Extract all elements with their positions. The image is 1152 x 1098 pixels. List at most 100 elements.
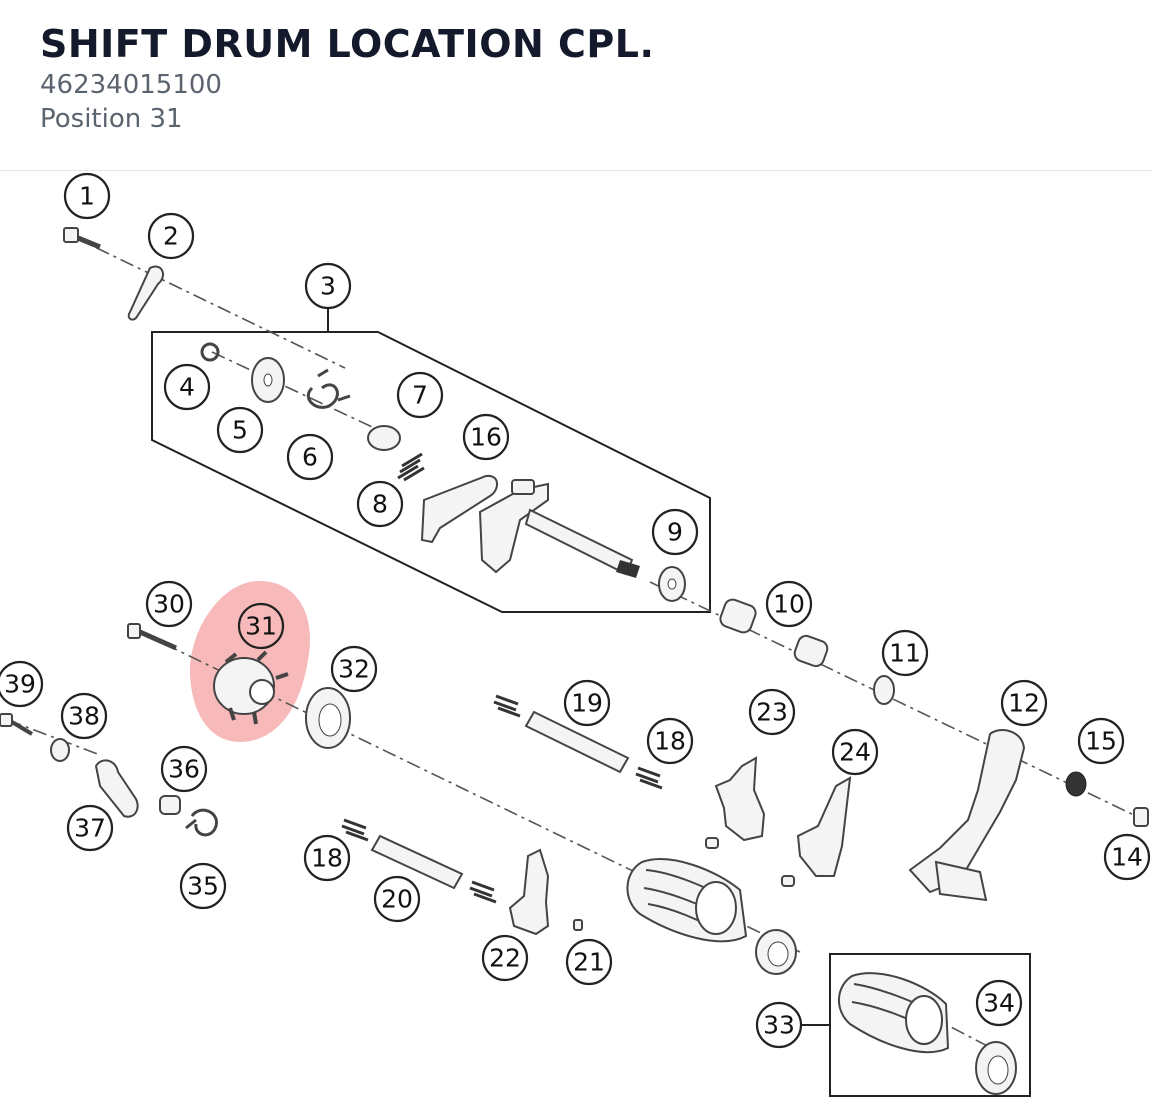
- callout-12[interactable]: 12: [1000, 679, 1048, 727]
- callout-20[interactable]: 20: [373, 875, 421, 923]
- exploded-parts-diagram: 1 2 3 4 5 6 7 8 9 10 11 12 14 15 16 18 1…: [0, 172, 1151, 1097]
- callout-7[interactable]: 7: [396, 371, 444, 419]
- callout-21[interactable]: 21: [565, 938, 613, 986]
- callout-9[interactable]: 9: [651, 508, 699, 556]
- part-2-lever: [127, 265, 165, 321]
- callout-18-right[interactable]: 18: [646, 717, 694, 765]
- callout-33[interactable]: 33: [755, 1001, 803, 1049]
- shift-drum-bearing: [755, 929, 797, 975]
- part-33-shift-drum: [837, 972, 950, 1054]
- part-16-shift-shaft: [420, 474, 640, 578]
- part-24-shift-fork: [796, 776, 852, 877]
- callout-14[interactable]: 14: [1103, 833, 1151, 881]
- callout-16[interactable]: 16: [462, 413, 510, 461]
- callout-39[interactable]: 39: [0, 660, 44, 708]
- callout-23[interactable]: 23: [748, 688, 796, 736]
- callout-19[interactable]: 19: [563, 679, 611, 727]
- callout-5[interactable]: 5: [216, 406, 264, 454]
- callout-15[interactable]: 15: [1077, 717, 1125, 765]
- callout-4[interactable]: 4: [163, 363, 211, 411]
- svg-text:12: 12: [1008, 689, 1040, 718]
- svg-text:18: 18: [311, 844, 343, 873]
- part-15-nut: [1065, 771, 1087, 797]
- callout-32[interactable]: 32: [330, 645, 378, 693]
- callout-35[interactable]: 35: [179, 862, 227, 910]
- svg-text:5: 5: [232, 416, 248, 445]
- svg-text:14: 14: [1111, 843, 1143, 872]
- callout-18-left[interactable]: 18: [303, 834, 351, 882]
- part-18-spring-lower: [469, 880, 497, 904]
- part-11-seal: [873, 675, 895, 705]
- svg-text:24: 24: [839, 738, 871, 767]
- callout-24[interactable]: 24: [831, 728, 879, 776]
- part-21-pin-right: [781, 875, 795, 887]
- callout-6[interactable]: 6: [286, 433, 334, 481]
- callout-30[interactable]: 30: [145, 580, 193, 628]
- callout-22[interactable]: 22: [481, 934, 529, 982]
- part-1-bolt: [63, 227, 101, 250]
- part-31-shift-drum-locator: [213, 650, 289, 725]
- part-18-spring-right: [635, 766, 663, 790]
- part-22-shift-fork: [508, 848, 550, 936]
- part-35-spring: [185, 808, 218, 837]
- svg-text:22: 22: [489, 944, 521, 973]
- svg-text:34: 34: [983, 989, 1015, 1018]
- part-number: 46234015100: [40, 70, 222, 100]
- part-38-washer: [50, 738, 70, 762]
- svg-text:32: 32: [338, 655, 370, 684]
- svg-text:21: 21: [573, 948, 605, 977]
- svg-text:36: 36: [168, 755, 200, 784]
- callout-10[interactable]: 10: [765, 580, 813, 628]
- callout-36[interactable]: 36: [160, 745, 208, 793]
- svg-text:1: 1: [79, 182, 95, 211]
- callout-37[interactable]: 37: [66, 804, 114, 852]
- svg-text:38: 38: [68, 702, 100, 731]
- part-37-lever: [94, 759, 139, 818]
- part-39-screw: [0, 713, 34, 736]
- svg-text:6: 6: [302, 443, 318, 472]
- part-header: SHIFT DRUM LOCATION CPL. 46234015100 Pos…: [0, 0, 1152, 171]
- part-30-bolt: [127, 623, 178, 651]
- part-18-spring-upper: [493, 694, 521, 718]
- part-12-shift-lever: [908, 729, 1026, 902]
- callout-31[interactable]: 31: [237, 602, 285, 650]
- svg-text:23: 23: [756, 698, 788, 727]
- svg-text:33: 33: [763, 1011, 795, 1040]
- callout-11[interactable]: 11: [881, 629, 929, 677]
- part-21-pin: [573, 919, 583, 931]
- part-36-bushing: [159, 795, 181, 815]
- part-32-bearing: [305, 687, 351, 749]
- callout-8[interactable]: 8: [356, 480, 404, 528]
- part-34-bearing: [975, 1041, 1017, 1095]
- callout-2[interactable]: 2: [147, 212, 195, 260]
- part-8-spring: [397, 452, 425, 482]
- part-5-washer: [251, 357, 285, 403]
- svg-text:9: 9: [667, 518, 683, 547]
- part-21-pin-upper: [705, 837, 719, 849]
- svg-text:11: 11: [889, 639, 921, 668]
- part-19-rod: [524, 710, 630, 774]
- svg-text:18: 18: [654, 727, 686, 756]
- part-4-circlip: [200, 342, 220, 362]
- callout-1[interactable]: 1: [63, 172, 111, 220]
- part-6-spring: [306, 368, 351, 409]
- svg-text:15: 15: [1085, 727, 1117, 756]
- svg-text:8: 8: [372, 490, 388, 519]
- part-18-spring-left: [341, 818, 369, 842]
- part-14-bolt: [1133, 807, 1149, 827]
- callout-38[interactable]: 38: [60, 692, 108, 740]
- svg-text:7: 7: [412, 381, 428, 410]
- svg-text:35: 35: [187, 872, 219, 901]
- callout-3[interactable]: 3: [304, 262, 352, 310]
- svg-text:4: 4: [179, 373, 195, 402]
- svg-text:37: 37: [74, 814, 106, 843]
- part-7-washer: [367, 425, 401, 451]
- part-title: SHIFT DRUM LOCATION CPL.: [40, 22, 655, 66]
- svg-text:39: 39: [4, 670, 36, 699]
- svg-text:31: 31: [245, 612, 277, 641]
- callout-34[interactable]: 34: [975, 979, 1023, 1027]
- svg-text:10: 10: [773, 590, 805, 619]
- part-9-washer: [658, 566, 686, 602]
- svg-text:19: 19: [571, 689, 603, 718]
- svg-text:20: 20: [381, 885, 413, 914]
